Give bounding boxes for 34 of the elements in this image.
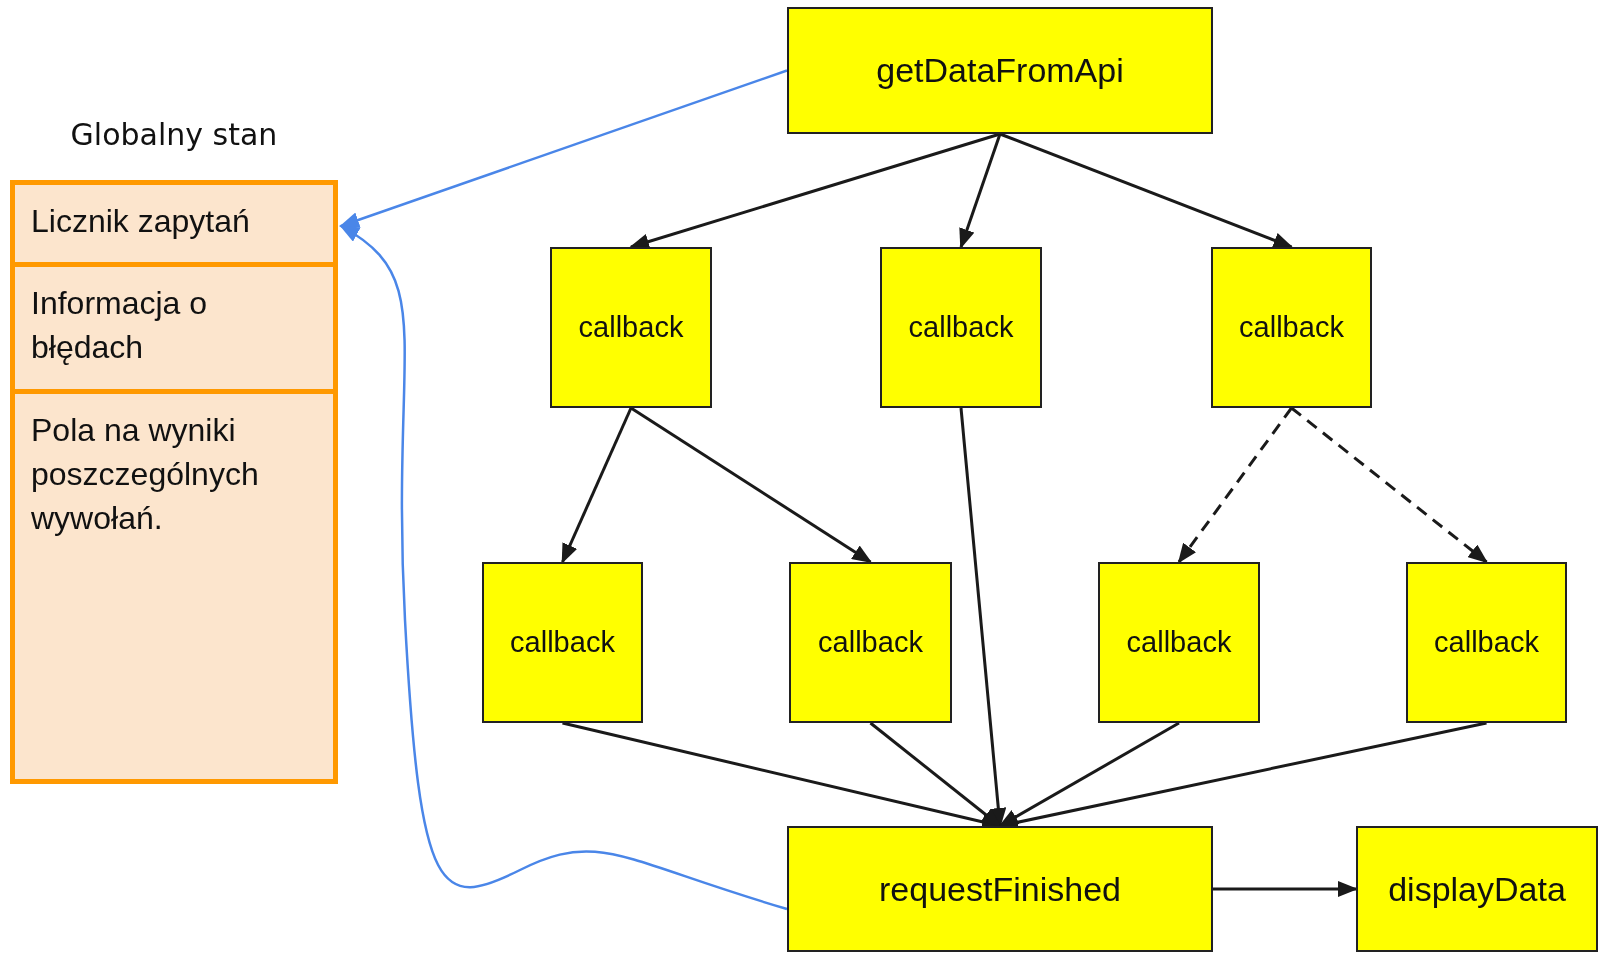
arrow (1290, 406, 1489, 564)
function-box (787, 826, 1213, 952)
function-box (789, 562, 952, 723)
function-name: displayData (1388, 869, 1566, 909)
function-box (787, 7, 1213, 134)
arrow (630, 406, 873, 564)
panel-heading: Globalny stan (69, 117, 279, 152)
function-name: callback (510, 626, 615, 659)
function-box (1211, 247, 1372, 408)
function-box (482, 562, 643, 723)
field-label: Informacja o błędach (31, 284, 209, 367)
function-name: requestFinished (879, 869, 1121, 909)
function-name: callback (578, 311, 684, 344)
arrow (1177, 407, 1293, 564)
arrow (999, 132, 1294, 249)
function-box (550, 247, 712, 408)
function-name: callback (818, 626, 923, 659)
arrow (1213, 881, 1358, 897)
function-name: callback (1434, 626, 1539, 659)
arrow (629, 132, 1001, 250)
arrow (339, 224, 788, 911)
function-box (880, 247, 1042, 408)
function-name: callback (908, 311, 1014, 344)
function-name: getDataFromApi (876, 51, 1124, 90)
function-name: callback (1239, 311, 1344, 344)
function-box (1406, 562, 1567, 723)
function-box (1098, 562, 1260, 723)
arrow (959, 133, 1002, 249)
field-label: Licznik zapytań (31, 202, 251, 241)
arrow (561, 407, 633, 564)
function-box (1356, 826, 1598, 952)
arrow (339, 69, 788, 228)
function-name: callback (1126, 626, 1232, 659)
field-label: Pola na wyniki poszczególnych wywołań. (31, 411, 260, 538)
